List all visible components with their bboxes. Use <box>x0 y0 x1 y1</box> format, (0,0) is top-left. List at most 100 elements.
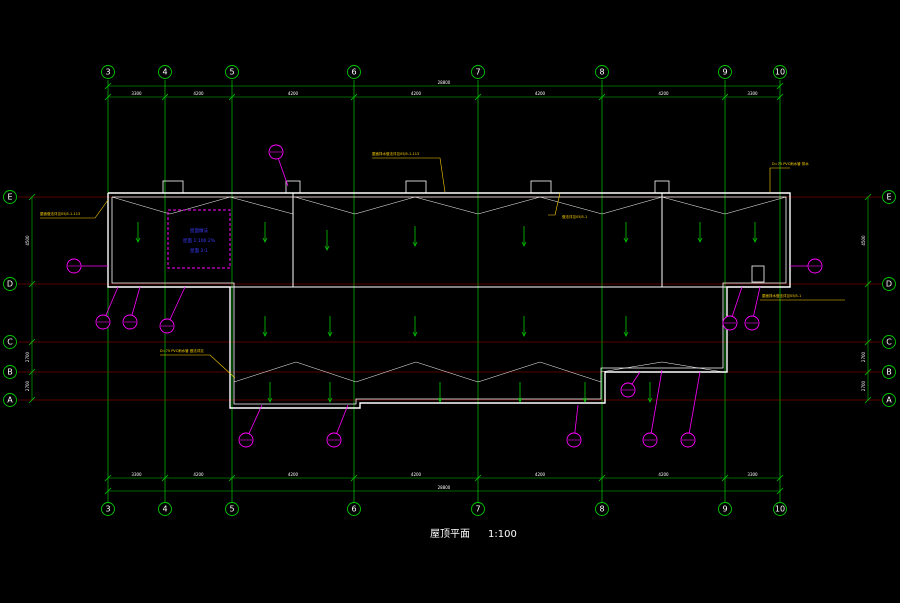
dim-top-label: 4200 <box>411 91 422 96</box>
axis-bubble-B-right <box>882 365 896 379</box>
axis-bubble-C-left <box>3 335 17 349</box>
dim-top-tick <box>228 93 236 101</box>
yellow-notes <box>40 157 845 379</box>
dim-left-tick <box>28 193 36 201</box>
dim-top-tick <box>721 93 729 101</box>
dim-bottom-tick <box>350 474 358 482</box>
axis-bubble-9-bottom <box>718 502 732 516</box>
dim-left-tick <box>28 338 36 346</box>
note-drain-right: 屋面排水做法详见05J5-1 <box>762 293 801 298</box>
drain-arrow-head <box>647 397 653 403</box>
axis-bubble-E-right <box>882 190 896 204</box>
axis-label-E: E <box>886 193 891 202</box>
dim-left-label: 2700 <box>25 380 30 391</box>
drain-arrow-head <box>437 397 443 403</box>
dim-top-tick <box>776 93 784 101</box>
axis-label-9: 9 <box>722 505 727 514</box>
axis-bubble-3-bottom <box>101 502 115 516</box>
dim-left-tick <box>28 396 36 404</box>
dim-bottom-total-tick <box>776 487 784 495</box>
axis-label-B: B <box>886 368 892 377</box>
callout-leader <box>649 369 663 441</box>
dim-left-tick <box>28 280 36 288</box>
drain-arrow-head <box>267 397 273 403</box>
axis-label-6: 6 <box>351 505 356 514</box>
axis-bubble-A-right <box>882 393 896 407</box>
axis-bubble-8-top <box>595 65 609 79</box>
axis-label-10: 10 <box>775 68 785 77</box>
axis-bubble-4-bottom <box>158 502 172 516</box>
dim-bottom-tick <box>161 474 169 482</box>
dim-bottom-tick <box>474 474 482 482</box>
dim-bottom-label: 4200 <box>535 472 546 477</box>
dim-right-tick <box>864 396 872 404</box>
dim-top-total-tick <box>104 82 112 90</box>
axis-bubble-A-left <box>3 393 17 407</box>
axis-label-7: 7 <box>475 68 480 77</box>
drain-arrow-head <box>623 237 629 243</box>
dim-bottom-tick <box>776 474 784 482</box>
drain-arrow-head <box>327 397 333 403</box>
dim-right-tick <box>864 193 872 201</box>
dim-left-label: 2700 <box>25 351 30 362</box>
axis-label-D: D <box>886 280 892 289</box>
vertical-grid-lines <box>107 80 781 503</box>
drawing-title: 屋顶平面 <box>430 528 470 540</box>
axis-label-5: 5 <box>229 68 234 77</box>
roof-note-line1: 屋面 1:100 2% <box>183 238 216 244</box>
drain-arrow-head <box>521 241 527 247</box>
axis-label-E: E <box>7 193 12 202</box>
axis-bubble-D-right <box>882 277 896 291</box>
dim-bottom-tick <box>721 474 729 482</box>
dim-right-label: 2700 <box>861 380 866 391</box>
dim-top-tick <box>350 93 358 101</box>
drain-arrow-head <box>517 397 523 403</box>
dim-bottom-total-tick <box>104 487 112 495</box>
axis-bubble-6-bottom <box>347 502 361 516</box>
note-pvc-lower-left: D=75 PVC雨水管 做法详见 <box>160 348 204 353</box>
dim-top-label: 4200 <box>658 91 669 96</box>
roof-note-heading: 屋面做法 <box>190 227 208 234</box>
drain-arrow-head <box>262 237 268 243</box>
drain-arrow-head <box>135 237 141 243</box>
dim-right-tick <box>864 338 872 346</box>
axis-label-A: A <box>7 396 13 405</box>
axis-label-C: C <box>7 338 13 347</box>
axis-bubble-D-left <box>3 277 17 291</box>
dim-right-label: 2700 <box>861 351 866 362</box>
drain-arrow-head <box>324 245 330 251</box>
axis-bubble-6-top <box>347 65 361 79</box>
roof-slope-lines <box>111 196 787 383</box>
callout-leader <box>687 371 701 441</box>
dim-bottom-total-label: 28800 <box>438 485 451 490</box>
dim-left-label: 4500 <box>25 235 30 246</box>
dim-bottom-label: 4200 <box>658 472 669 477</box>
axis-bubble-B-left <box>3 365 17 379</box>
dim-top-tick <box>474 93 482 101</box>
note-method-mid: 做法详见05J5-1 <box>562 214 587 219</box>
dim-bottom-label: 4200 <box>193 472 204 477</box>
dim-right-label: 4500 <box>861 235 866 246</box>
dim-top-label: 4200 <box>535 91 546 96</box>
dim-bottom-label: 4200 <box>288 472 299 477</box>
dim-bottom-label: 4200 <box>411 472 422 477</box>
dim-bottom-tick <box>598 474 606 482</box>
drain-arrow-head <box>697 237 703 243</box>
axis-bubble-5-top <box>225 65 239 79</box>
dim-right-tick <box>864 368 872 376</box>
dim-top-label: 3300 <box>747 91 758 96</box>
drain-arrow-head <box>623 331 629 337</box>
axis-bubble-C-right <box>882 335 896 349</box>
building-outline <box>107 180 791 409</box>
drain-arrow-head <box>521 331 527 337</box>
axis-label-9: 9 <box>722 68 727 77</box>
dim-top-tick <box>598 93 606 101</box>
axis-label-10: 10 <box>775 505 785 514</box>
axis-bubble-9-top <box>718 65 732 79</box>
axis-label-7: 7 <box>475 505 480 514</box>
drain-arrow-head <box>262 331 268 337</box>
axis-label-3: 3 <box>105 505 110 514</box>
dim-bottom-tick <box>104 474 112 482</box>
